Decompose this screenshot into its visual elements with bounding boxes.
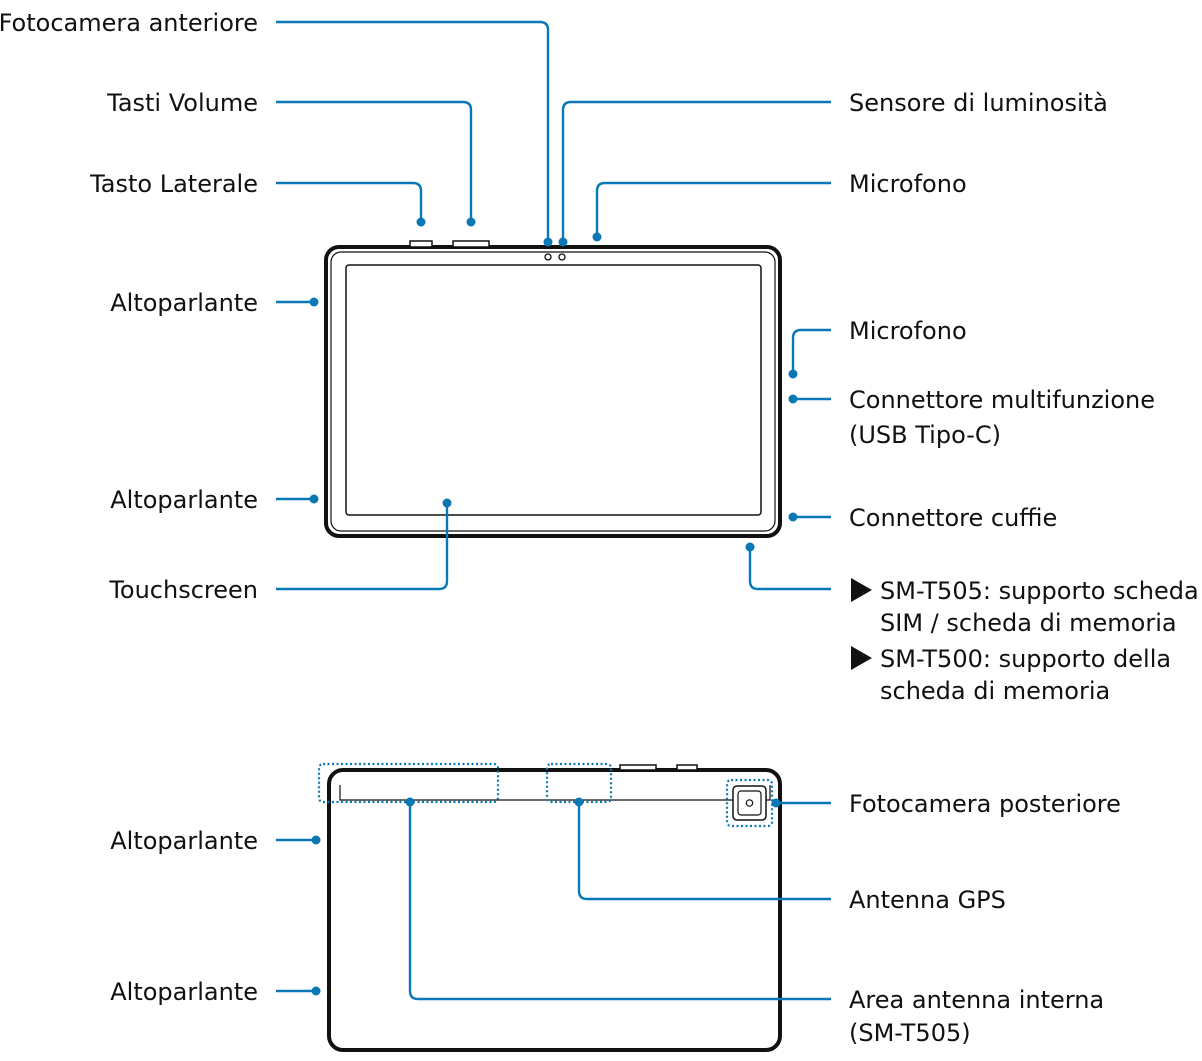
touchscreen-display: [345, 264, 762, 516]
dot-gps-antenna: [574, 797, 584, 807]
leader-touchscreen: [276, 506, 449, 591]
label-speaker-back-bottom: Altoparlante: [110, 978, 258, 1006]
label-earphone-jack: Connettore cuffie: [849, 504, 1057, 532]
side-key-hardware: [409, 240, 433, 248]
back-volume-keys-hardware: [619, 764, 657, 771]
label-speaker-front-bottom: Altoparlante: [110, 486, 258, 514]
label-multipurpose-jack-line1: Connettore multifunzione: [849, 386, 1155, 414]
label-speaker-back-top: Altoparlante: [110, 827, 258, 855]
rear-camera-lens: [745, 799, 754, 807]
front-camera-lens: [544, 253, 552, 261]
label-microphone-side: Microfono: [849, 317, 967, 345]
rear-camera-housing-inner: [737, 790, 762, 816]
leader-volume-keys: [276, 100, 473, 219]
leader-side-key: [276, 181, 423, 219]
leader-microphone-side: [791, 328, 831, 370]
tablet-front-body: [324, 245, 782, 538]
dot-speaker-front-bottom: [309, 494, 319, 504]
tablet-back-top-band: [339, 785, 771, 801]
bullet-arrow-icon: [851, 578, 872, 602]
bullet-arrow-icon: [851, 646, 872, 670]
label-gps-antenna: Antenna GPS: [849, 886, 1006, 914]
dot-front-camera: [543, 237, 553, 247]
leader-card-tray: [748, 550, 831, 591]
leader-internal-antenna: [408, 805, 831, 1001]
dot-side-key: [416, 217, 426, 227]
dot-multipurpose-jack: [788, 394, 798, 404]
label-tray-t500-line1: SM-T500: supporto della: [880, 645, 1171, 673]
label-tray-t500-line2: scheda di memoria: [880, 677, 1110, 705]
dot-volume-keys: [466, 217, 476, 227]
label-multipurpose-jack-line2: (USB Tipo-C): [849, 421, 1001, 449]
dot-internal-antenna: [405, 797, 415, 807]
label-internal-antenna-line1: Area antenna interna: [849, 986, 1104, 1014]
tablet-back-body: [327, 768, 782, 1052]
dot-light-sensor: [558, 237, 568, 247]
dot-speaker-back-bottom: [311, 986, 321, 996]
leader-front-camera: [276, 20, 550, 239]
label-speaker-front-top: Altoparlante: [110, 289, 258, 317]
label-side-key: Tasto Laterale: [89, 170, 258, 198]
label-microphone-top: Microfono: [849, 170, 967, 198]
leader-microphone-top: [595, 181, 831, 233]
rear-camera-highlight: [725, 778, 774, 828]
light-sensor-lens: [558, 253, 566, 261]
leader-gps-antenna: [577, 805, 831, 901]
label-rear-camera: Fotocamera posteriore: [849, 790, 1121, 818]
dot-touchscreen: [442, 498, 452, 508]
label-tray-t505-line1: SM-T505: supporto scheda: [880, 577, 1199, 605]
label-tray-t505-line2: SIM / scheda di memoria: [880, 609, 1177, 637]
label-light-sensor: Sensore di luminosità: [849, 89, 1108, 117]
label-volume-keys: Tasti Volume: [106, 89, 258, 117]
label-touchscreen: Touchscreen: [108, 576, 258, 604]
rear-camera-housing: [732, 785, 767, 821]
dot-speaker-front-top: [309, 297, 319, 307]
volume-keys-hardware: [452, 240, 490, 248]
front-leaders: [276, 20, 831, 591]
dot-earphone-jack: [788, 512, 798, 522]
label-internal-antenna-line2: (SM-T505): [849, 1019, 971, 1047]
dot-rear-camera: [771, 798, 781, 808]
tablet-front-bezel-inner: [330, 251, 776, 532]
back-leaders: [276, 797, 831, 1001]
dot-speaker-back-top: [311, 835, 321, 845]
leader-light-sensor: [561, 100, 831, 239]
dot-microphone-side: [788, 369, 798, 379]
tablet-front: [324, 240, 782, 538]
tablet-back: [317, 762, 782, 1052]
label-front-camera: Fotocamera anteriore: [0, 9, 258, 37]
dot-card-tray: [745, 542, 755, 552]
back-side-key-hardware: [676, 764, 698, 771]
dot-microphone-top: [592, 232, 602, 242]
